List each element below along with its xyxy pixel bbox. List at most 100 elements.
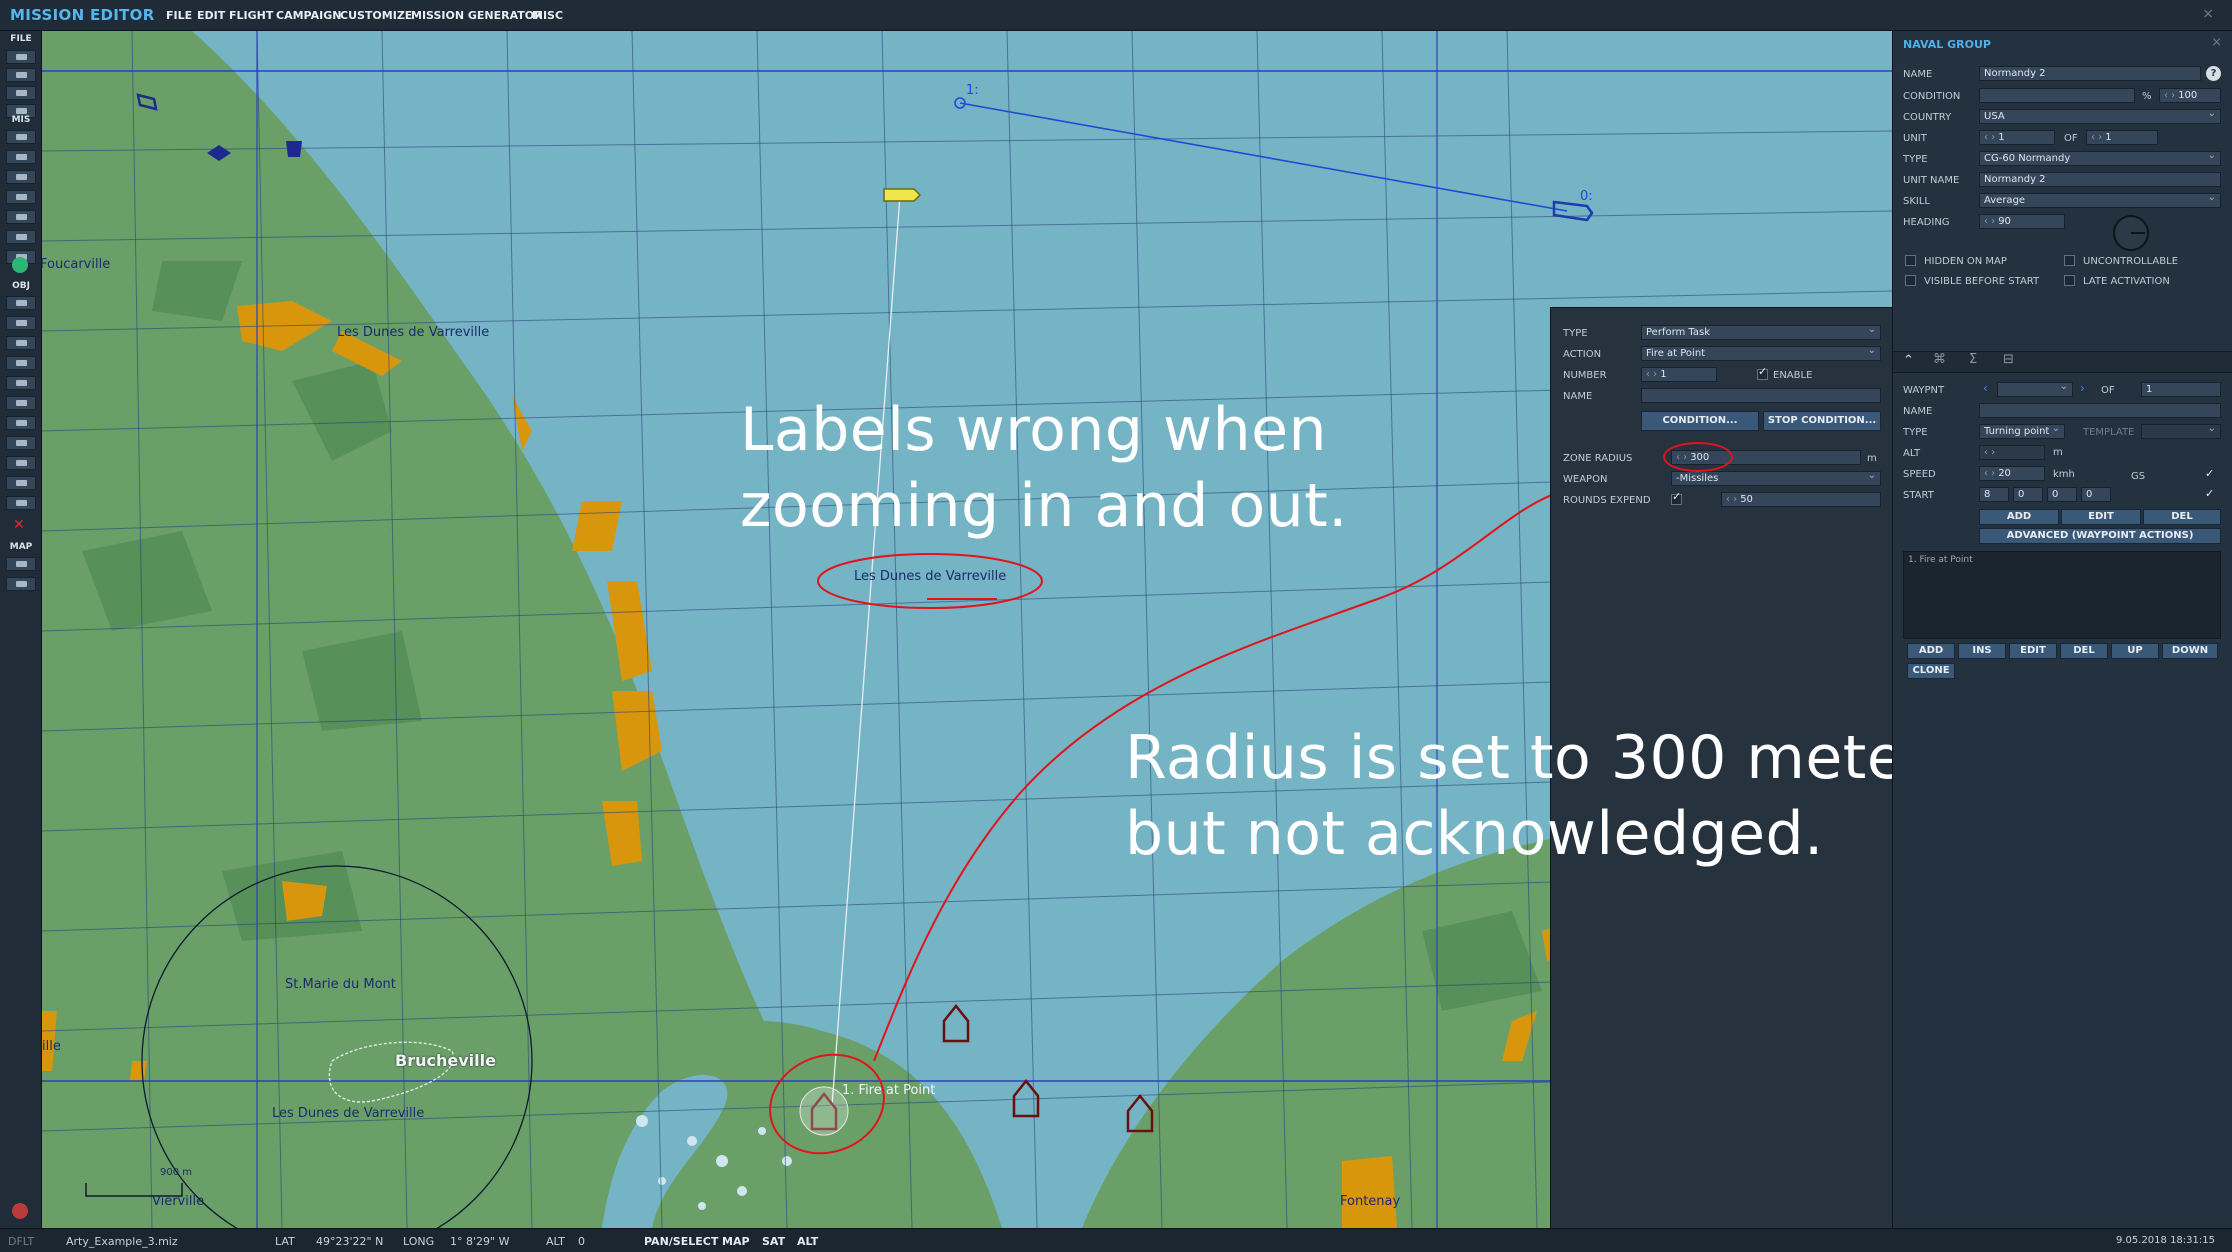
menu-campaign[interactable]: CAMPAIGN bbox=[276, 9, 342, 22]
action-clone-button[interactable]: CLONE bbox=[1907, 663, 1955, 679]
add-helicopter-button[interactable] bbox=[6, 316, 36, 330]
action-del-button[interactable]: DEL bbox=[2060, 643, 2108, 659]
advanced-waypoint-actions-button[interactable]: ADVANCED (WAYPOINT ACTIONS) bbox=[1979, 528, 2221, 544]
add-ship-button[interactable] bbox=[6, 336, 36, 350]
actions-list[interactable]: 1. Fire at Point bbox=[1903, 551, 2221, 639]
menu-misc[interactable]: MISC bbox=[532, 9, 564, 22]
add-fleet-button[interactable] bbox=[6, 476, 36, 490]
group-name-input[interactable]: Normandy 2 bbox=[1979, 66, 2201, 81]
selected-ship-icon[interactable] bbox=[883, 188, 922, 202]
waypoint-add-button[interactable]: ADD bbox=[1979, 509, 2059, 525]
start-hour-field[interactable]: 0 bbox=[2013, 487, 2043, 502]
waypoint-edit-button[interactable]: EDIT bbox=[2061, 509, 2141, 525]
new-mission-button[interactable] bbox=[6, 50, 36, 64]
stepper-arrows-icon[interactable]: ‹ › bbox=[1726, 494, 1738, 505]
tab-payload-icon[interactable]: ⊟ bbox=[2003, 352, 2014, 367]
delete-icon[interactable]: ✕ bbox=[13, 517, 25, 533]
triggers-button[interactable] bbox=[6, 170, 36, 184]
action-edit-button[interactable]: EDIT bbox=[2009, 643, 2057, 659]
stepper-arrows-icon[interactable]: ‹ › bbox=[2091, 132, 2103, 143]
add-vehicle-button[interactable] bbox=[6, 356, 36, 370]
tab-triggered-actions-icon[interactable]: ⌘ bbox=[1933, 352, 1946, 367]
help-icon[interactable]: ? bbox=[2206, 66, 2221, 81]
save-as-button[interactable] bbox=[6, 104, 36, 118]
waypoint-name-input[interactable] bbox=[1979, 403, 2221, 418]
rounds-expend-stepper[interactable]: ‹ ›50 bbox=[1721, 492, 1881, 507]
map-mode-select[interactable]: DFLT bbox=[8, 1235, 35, 1248]
goals-button[interactable] bbox=[6, 210, 36, 224]
task-enable-checkbox[interactable] bbox=[1757, 369, 1768, 380]
weather-button[interactable] bbox=[6, 150, 36, 164]
unit-diamond-icon[interactable] bbox=[207, 145, 231, 161]
next-waypoint-icon[interactable]: › bbox=[2080, 381, 2085, 395]
map-canvas[interactable] bbox=[42, 31, 1892, 1228]
map-view[interactable]: Foucarville Les Dunes de Varreville Les … bbox=[42, 31, 1892, 1228]
add-initial-point-button[interactable] bbox=[6, 436, 36, 450]
coalition-icon[interactable] bbox=[12, 257, 28, 273]
fire-point-zone[interactable] bbox=[799, 1086, 849, 1136]
ship-unit-icon[interactable] bbox=[136, 93, 158, 111]
country-select[interactable]: USA bbox=[1979, 109, 2221, 124]
stop-icon[interactable] bbox=[12, 1203, 28, 1219]
unit-name-input[interactable]: Normandy 2 bbox=[1979, 172, 2221, 187]
menu-file[interactable]: FILE bbox=[166, 9, 193, 22]
gs-checkbox[interactable]: ✓ bbox=[2205, 467, 2215, 480]
pan-select-button[interactable]: PAN/SELECT bbox=[644, 1235, 719, 1248]
stop-condition-button[interactable]: STOP CONDITION... bbox=[1763, 411, 1881, 431]
waypoint-type-select[interactable]: Turning point bbox=[1979, 424, 2065, 439]
start-checkbox[interactable]: ✓ bbox=[2205, 487, 2215, 500]
rounds-expend-checkbox[interactable] bbox=[1671, 494, 1682, 505]
naval-group-ship-icon[interactable] bbox=[1552, 200, 1594, 222]
menu-customize[interactable]: CUSTOMIZE bbox=[340, 9, 413, 22]
toggle-filters-button[interactable] bbox=[6, 496, 36, 510]
stepper-arrows-icon[interactable]: ‹ › bbox=[1984, 468, 1996, 479]
late-activation-checkbox[interactable] bbox=[2064, 275, 2075, 286]
sat-view-button[interactable]: SAT bbox=[762, 1235, 786, 1248]
waypoint-speed-stepper[interactable]: ‹ ›20 bbox=[1979, 466, 2045, 481]
hidden-on-map-checkbox[interactable] bbox=[1905, 255, 1916, 266]
heading-dial[interactable] bbox=[2113, 215, 2149, 251]
weapon-select[interactable]: -Missiles bbox=[1671, 471, 1881, 486]
resources-button[interactable] bbox=[6, 230, 36, 244]
action-list-item[interactable]: 1. Fire at Point bbox=[1908, 555, 1973, 565]
add-navpoint-button[interactable] bbox=[6, 416, 36, 430]
panel-close-icon[interactable]: × bbox=[2211, 35, 2222, 50]
add-template-button[interactable] bbox=[6, 396, 36, 410]
waypoint-1-marker[interactable] bbox=[954, 97, 966, 109]
stepper-arrows-icon[interactable]: ‹ › bbox=[1984, 216, 1996, 227]
menu-edit[interactable]: EDIT bbox=[197, 9, 226, 22]
stepper-arrows-icon[interactable]: ‹ › bbox=[1984, 132, 1996, 143]
save-mission-button[interactable] bbox=[6, 86, 36, 100]
start-minute-field[interactable]: 0 bbox=[2047, 487, 2077, 502]
task-type-select[interactable]: Perform Task bbox=[1641, 325, 1881, 340]
condition-button[interactable]: CONDITION... bbox=[1641, 411, 1759, 431]
action-ins-button[interactable]: INS bbox=[1958, 643, 2006, 659]
heading-stepper[interactable]: ‹ ›90 bbox=[1979, 214, 2065, 229]
action-down-button[interactable]: DOWN bbox=[2162, 643, 2218, 659]
tab-summary-icon[interactable]: Σ bbox=[1969, 352, 1978, 367]
tab-route-icon[interactable]: ⌃ bbox=[1903, 353, 1914, 368]
map-options-button[interactable] bbox=[6, 557, 36, 571]
unit-sam-icon[interactable] bbox=[286, 141, 302, 157]
unit-total-stepper[interactable]: ‹ ›1 bbox=[2086, 130, 2158, 145]
add-plane-button[interactable] bbox=[6, 296, 36, 310]
menu-mission-generator[interactable]: MISSION GENERATOR bbox=[411, 9, 543, 22]
action-add-button[interactable]: ADD bbox=[1907, 643, 1955, 659]
unit-stepper[interactable]: ‹ ›1 bbox=[1979, 130, 2055, 145]
task-number-stepper[interactable]: ‹ ›1 bbox=[1641, 367, 1717, 382]
skill-select[interactable]: Average bbox=[1979, 193, 2221, 208]
visible-before-start-checkbox[interactable] bbox=[1905, 275, 1916, 286]
map-view-button[interactable]: MAP bbox=[722, 1235, 750, 1248]
stepper-arrows-icon[interactable]: ‹ › bbox=[1646, 369, 1658, 380]
task-name-input[interactable] bbox=[1641, 388, 1881, 403]
menu-flight[interactable]: FLIGHT bbox=[229, 9, 274, 22]
close-icon[interactable]: × bbox=[2202, 6, 2214, 22]
add-static-button[interactable] bbox=[6, 376, 36, 390]
prev-waypoint-icon[interactable]: ‹ bbox=[1983, 381, 1988, 395]
action-up-button[interactable]: UP bbox=[2111, 643, 2159, 659]
start-day-field[interactable]: 8 bbox=[1979, 487, 2009, 502]
waypoint-del-button[interactable]: DEL bbox=[2143, 509, 2221, 525]
condition-input[interactable] bbox=[1979, 88, 2135, 103]
unit-type-select[interactable]: CG-60 Normandy bbox=[1979, 151, 2221, 166]
condition-stepper[interactable]: ‹ ›100 bbox=[2159, 88, 2221, 103]
